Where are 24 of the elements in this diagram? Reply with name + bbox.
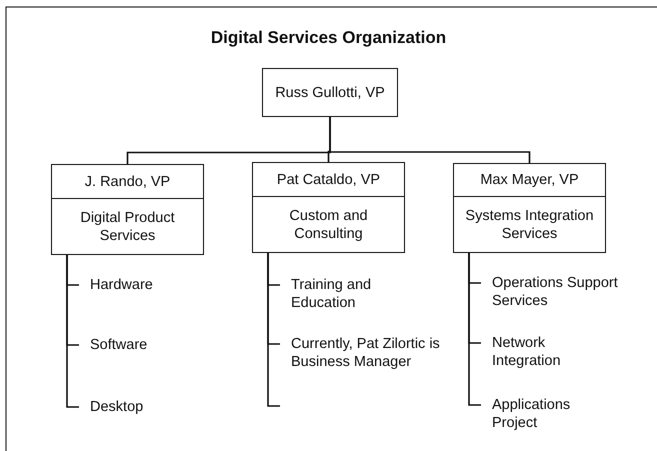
connector-line [329,117,530,163]
division-name: Digital Product Services [79,208,176,244]
org-box [262,68,398,117]
unit-label: Operations Support Services [481,274,621,310]
unit-label: Desktop [79,398,199,416]
connector-line [267,253,280,407]
unit-label: Training and Education [280,276,420,312]
org-box [252,162,405,253]
org-box [453,163,606,253]
chart-title: Digital Services Organization [210,28,448,48]
manager-name: Russ Gullotti, VP [275,84,385,102]
unit-label: Software [79,336,199,354]
unit-label: Network Integration [481,334,601,370]
unit-label: Hardware [79,276,199,294]
connector-line [66,255,79,408]
manager-name: J. Rando, VP [84,174,170,190]
manager-name: Max Mayer, VP [480,172,579,188]
connector-line [468,253,481,406]
division-name: Systems Integration Services [464,206,595,242]
unit-label: Applications Project [481,396,601,432]
manager-name: Pat Cataldo, VP [276,172,380,188]
unit-label: Currently, Pat Zilortic is Business Manager [280,335,460,371]
org-box [51,164,204,255]
division-name: Custom and Consulting [288,206,369,242]
